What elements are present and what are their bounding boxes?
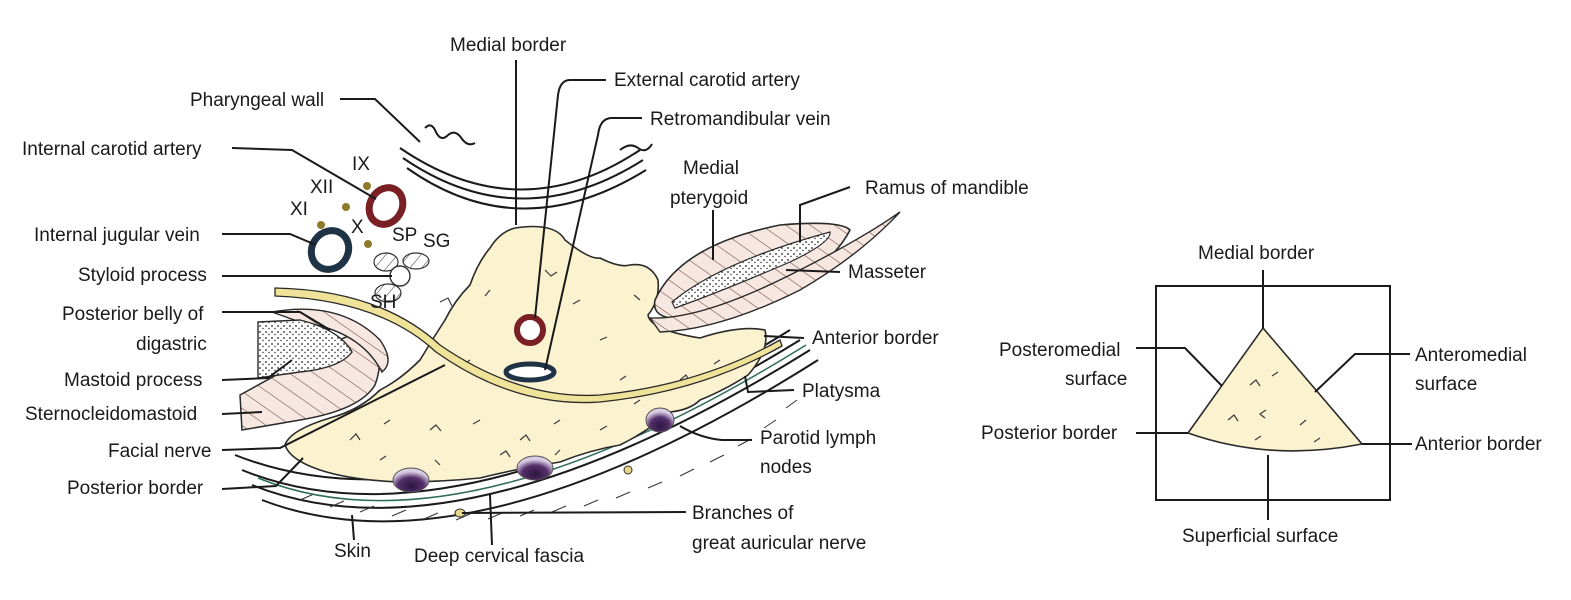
label-sternocleidomastoid: Sternocleidomastoid (25, 404, 197, 425)
label-xii: XII (310, 177, 333, 198)
lymph-node (516, 455, 554, 481)
nerve-xi-dot (317, 221, 325, 229)
label-anterior-border: Anterior border (812, 328, 939, 349)
label-facial-nerve: Facial nerve (108, 441, 212, 462)
label-sp: SP (392, 225, 417, 246)
schematic-texture (1227, 371, 1321, 443)
ramus-shape (671, 231, 831, 309)
mastoid-process-shape (257, 319, 353, 379)
label-medial-pterygoid-1: Medial (683, 158, 739, 179)
label-internal-carotid-artery: Internal carotid artery (22, 139, 202, 160)
label-skin: Skin (334, 541, 371, 562)
label-posterior-border: Posterior border (67, 478, 204, 499)
schematic-gland-shape (1186, 326, 1364, 452)
label-parotid-lymph-2: nodes (760, 457, 812, 478)
label-xi: XI (290, 199, 308, 220)
label-branches-1: Branches of (692, 503, 794, 524)
schematic-frame (1155, 285, 1391, 501)
label-masseter: Masseter (848, 262, 927, 283)
internal-jugular-vein-shape (307, 227, 353, 273)
label-parotid-lymph-1: Parotid lymph (760, 428, 876, 449)
internal-carotid-artery-shape (365, 184, 407, 228)
right-schematic: Medial border Posteromedial surface Ante… (981, 243, 1542, 547)
label-medial-border: Medial border (450, 35, 567, 56)
label-external-carotid-artery: External carotid artery (614, 70, 800, 91)
lymph-node (645, 407, 675, 433)
label-internal-jugular-vein: Internal jugular vein (34, 225, 200, 246)
label-ramus-of-mandible: Ramus of mandible (865, 178, 1029, 199)
label-posteromedial-1: Posteromedial (999, 340, 1120, 361)
great-auricular-branch (623, 465, 633, 475)
facial-nerve-shape (274, 287, 783, 404)
nerve-x-dot (364, 240, 372, 248)
left-cross-section: Medial border External carotid artery Re… (22, 35, 1029, 567)
nerve-ix-dot (363, 182, 371, 190)
label-ix: IX (352, 154, 370, 175)
external-carotid-artery-shape (514, 314, 546, 346)
label-sh: SH (370, 292, 396, 313)
digastric-shape (269, 308, 389, 374)
styloid-apparatus (373, 252, 430, 303)
label-schematic-anterior-border: Anterior border (1415, 434, 1542, 455)
label-anteromedial-2: surface (1415, 374, 1477, 395)
label-superficial-surface: Superficial surface (1182, 526, 1338, 547)
label-retromandibular-vein: Retromandibular vein (650, 109, 831, 130)
label-styloid-process: Styloid process (78, 265, 207, 286)
masseter-shape (648, 211, 901, 333)
label-pharyngeal-wall: Pharyngeal wall (190, 90, 324, 111)
retromandibular-vein-shape (503, 361, 557, 383)
label-sg: SG (423, 231, 450, 252)
label-platysma: Platysma (802, 381, 881, 402)
nerve-xii-dot (342, 203, 350, 211)
label-schematic-posterior-border: Posterior border (981, 423, 1118, 444)
label-posteromedial-2: surface (1065, 369, 1127, 390)
lymph-node (392, 467, 430, 493)
label-schematic-medial-border: Medial border (1198, 243, 1315, 264)
label-mastoid-process: Mastoid process (64, 370, 202, 391)
label-branches-2: great auricular nerve (692, 533, 866, 554)
right-leader-lines (1136, 270, 1412, 520)
label-deep-cervical-fascia: Deep cervical fascia (414, 546, 584, 567)
parotid-gland-shape (284, 225, 767, 483)
label-posterior-belly-1: Posterior belly of (62, 304, 204, 325)
label-medial-pterygoid-2: pterygoid (670, 188, 748, 209)
left-leader-lines (221, 60, 851, 546)
label-x: X (351, 217, 364, 238)
label-posterior-belly-2: digastric (136, 334, 207, 355)
label-anteromedial-1: Anteromedial (1415, 345, 1527, 366)
pharyngeal-wall-shape (399, 124, 653, 210)
